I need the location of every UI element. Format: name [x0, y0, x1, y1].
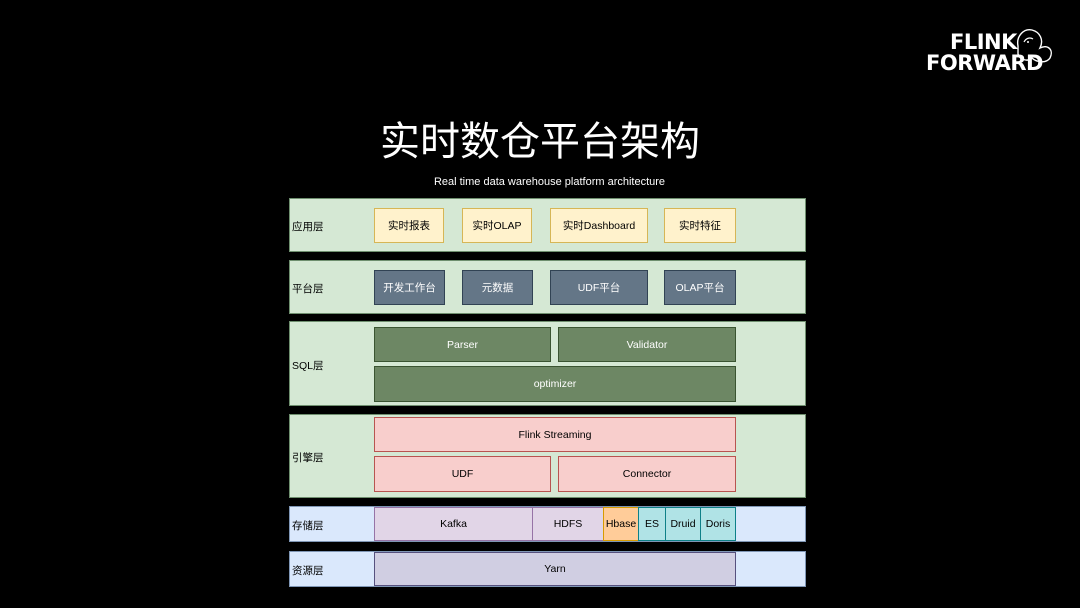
- storage-box-druid: Druid: [665, 507, 701, 541]
- layer-sql: SQL层 Parser Validator optimizer: [289, 321, 806, 406]
- sql-box-parser: Parser: [374, 327, 551, 362]
- resource-box-yarn: Yarn: [374, 552, 736, 586]
- layer-storage: 存储层 Kafka HDFS Hbase ES Druid Doris: [289, 506, 806, 542]
- app-box-realtime-olap: 实时OLAP: [462, 208, 532, 243]
- logo-line2: FORWARD: [926, 51, 1043, 75]
- platform-box-olap-platform: OLAP平台: [664, 270, 736, 305]
- page-subtitle: Real time data warehouse platform archit…: [433, 176, 666, 188]
- platform-box-dev-workbench: 开发工作台: [374, 270, 445, 305]
- storage-box-kafka: Kafka: [374, 507, 533, 541]
- storage-box-es: ES: [638, 507, 666, 541]
- layer-resource: 资源层 Yarn: [289, 551, 806, 587]
- layer-label-sql: SQL层: [292, 360, 324, 372]
- layer-application: 应用层 实时报表 实时OLAP 实时Dashboard 实时特征: [289, 198, 806, 252]
- storage-box-doris: Doris: [700, 507, 736, 541]
- sql-box-optimizer: optimizer: [374, 366, 736, 402]
- app-box-realtime-dashboard: 实时Dashboard: [550, 208, 648, 243]
- layer-label-application: 应用层: [292, 221, 324, 233]
- app-box-realtime-report: 实时报表: [374, 208, 444, 243]
- logo-line1: FLINK: [950, 30, 1017, 54]
- layer-platform: 平台层 开发工作台 元数据 UDF平台 OLAP平台: [289, 260, 806, 314]
- page-title: 实时数仓平台架构: [380, 119, 700, 165]
- layer-label-engine: 引擎层: [292, 452, 324, 464]
- storage-box-hbase: Hbase: [603, 507, 639, 541]
- flink-forward-logo: FLINK FORWARD: [924, 26, 1064, 78]
- app-box-realtime-feature: 实时特征: [664, 208, 736, 243]
- engine-box-udf: UDF: [374, 456, 551, 492]
- layer-label-storage: 存储层: [292, 520, 324, 532]
- storage-box-hdfs: HDFS: [532, 507, 604, 541]
- squirrel-icon: [1017, 29, 1052, 63]
- layer-engine: 引擎层 Flink Streaming UDF Connector: [289, 414, 806, 498]
- layer-label-platform: 平台层: [292, 283, 324, 295]
- layer-label-resource: 资源层: [292, 565, 324, 577]
- engine-box-flink-streaming: Flink Streaming: [374, 417, 736, 452]
- platform-box-udf-platform: UDF平台: [550, 270, 648, 305]
- sql-box-validator: Validator: [558, 327, 736, 362]
- platform-box-metadata: 元数据: [462, 270, 533, 305]
- engine-box-connector: Connector: [558, 456, 736, 492]
